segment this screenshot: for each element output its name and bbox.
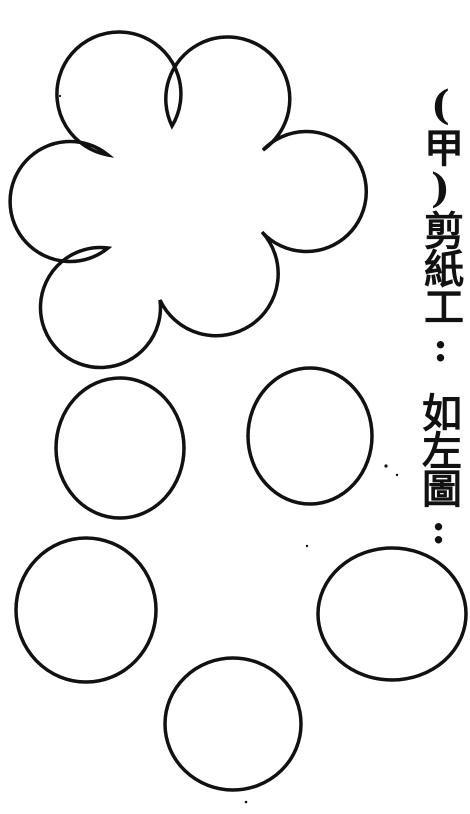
circle-cutout-icon (54, 376, 186, 520)
print-speck (305, 544, 309, 548)
print-speck (244, 800, 248, 804)
circle-cutout-icon (14, 536, 158, 684)
print-speck (58, 94, 62, 98)
figure-caption: 如左圖: (415, 392, 462, 551)
print-speck (395, 473, 399, 477)
flower-cutout-icon (8, 30, 368, 370)
circle-cutout-icon (246, 366, 374, 506)
circle-cutout-icon (163, 656, 303, 792)
section-heading: (甲)剪紙工: (417, 82, 464, 369)
print-speck (384, 464, 388, 468)
flower-outline (8, 30, 368, 370)
circle-cutout-icon (316, 546, 468, 682)
